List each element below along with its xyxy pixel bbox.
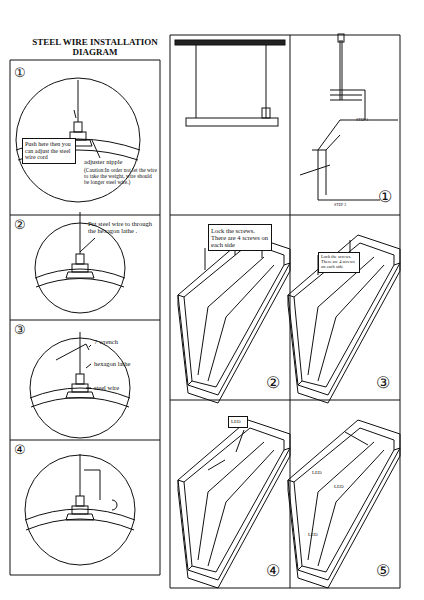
part-label: 7 wrench <box>94 338 154 345</box>
step-number: ② <box>14 218 26 232</box>
step-number: ③ <box>14 323 26 337</box>
note-text: Lock the screws. There are 4 screws on e… <box>211 227 269 248</box>
note-box: LED <box>228 416 248 428</box>
step-number: ⑤ <box>376 562 390 580</box>
led-label: LED <box>308 532 318 538</box>
instruction-text: Put steel wire to through the hexagon la… <box>88 220 158 234</box>
note-box: Lock the screws. There are 4 screws on e… <box>208 224 272 251</box>
note-box: Push here then you can adjust the steel … <box>22 138 76 164</box>
caution-note: (Caution:In order not let the wire to ta… <box>84 167 158 185</box>
part-label: hexagon lathe <box>94 360 154 367</box>
step-number: ② <box>266 374 280 392</box>
note-box: Lock the screws. There are 4 screws on e… <box>318 252 360 273</box>
diagram-title: STEEL WIRE INSTALLATION DIAGRAM <box>30 38 160 58</box>
note-text: Push here then you can adjust the steel … <box>25 141 73 161</box>
led-label: LED <box>312 470 322 476</box>
step-tag: STEP 1 <box>356 118 368 122</box>
led-label: LED <box>334 484 344 490</box>
step-number: ③ <box>376 374 390 392</box>
note-text: LED <box>231 419 245 425</box>
step-number: ① <box>14 66 26 80</box>
note-text: Lock the screws. There are 4 screws on e… <box>321 255 357 270</box>
step-number: ① <box>378 188 392 206</box>
step-tag: STEP 2 <box>334 203 346 207</box>
part-label: steel wire <box>94 384 154 391</box>
step-number: ④ <box>266 562 280 580</box>
step-number: ④ <box>14 443 26 457</box>
part-label: adjuster nipple <box>84 158 156 165</box>
